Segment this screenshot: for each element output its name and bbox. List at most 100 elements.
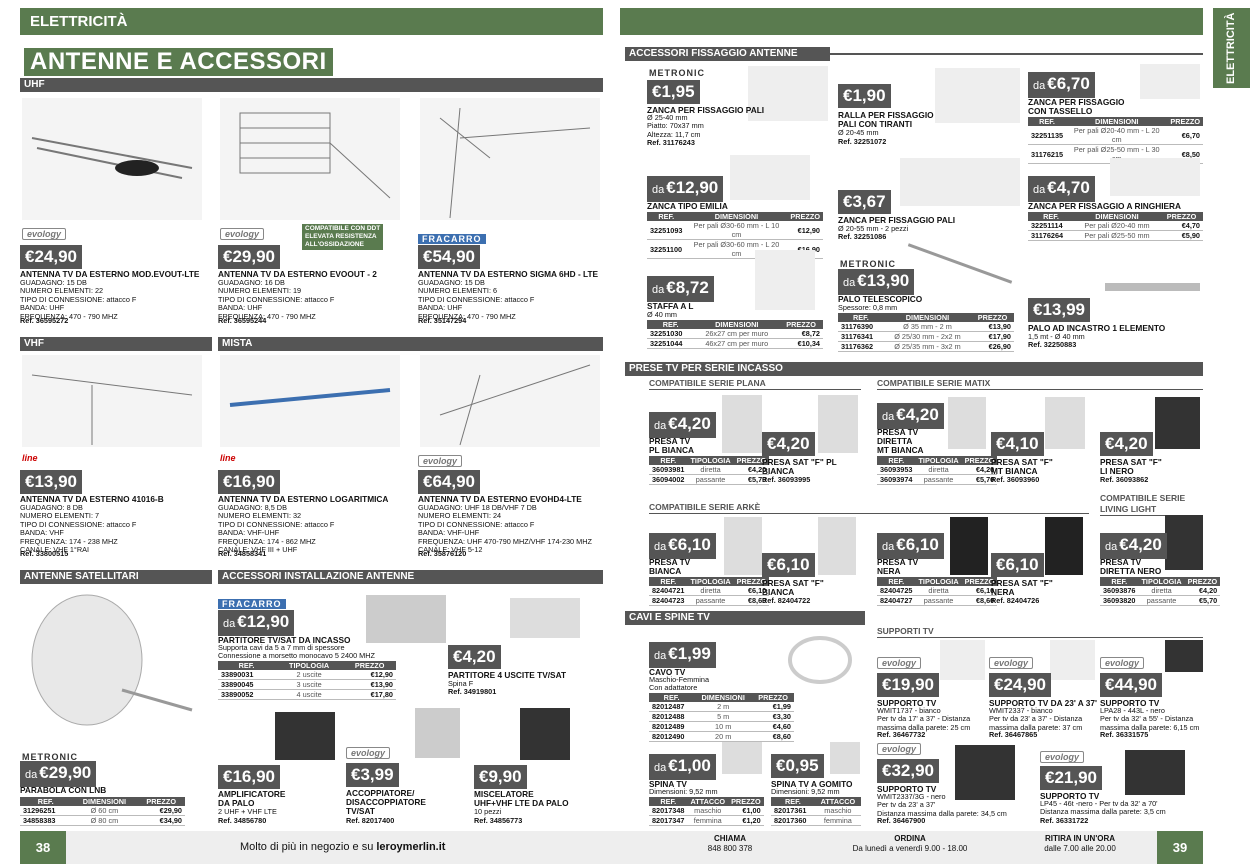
- product-ref: Ref. 36467732: [877, 730, 926, 739]
- subsection-arke: COMPATIBILE SERIE ARKÈ: [649, 502, 1089, 514]
- product-ref: Ref. 34919801: [448, 687, 497, 696]
- bracket-image: [1110, 158, 1200, 196]
- product-ref: Ref. 32251072: [838, 137, 887, 146]
- product-details: Ø 40 mm: [647, 310, 678, 319]
- brand-evology-logo: evology: [220, 228, 265, 240]
- antenna-image: [420, 98, 600, 220]
- page-title: ANTENNE E ACCESSORI: [24, 48, 333, 76]
- antenna-image: [220, 355, 400, 447]
- price-tag: €16,90: [218, 470, 280, 494]
- wall-bracket-image: [755, 250, 815, 310]
- product-title: ZANCA TIPO EMILIA: [647, 201, 728, 211]
- price-tag: €4,20: [762, 432, 815, 456]
- antenna-image: [420, 355, 600, 447]
- splitter-image: [510, 598, 580, 638]
- brand-metronic-logo: METRONIC: [840, 259, 896, 269]
- product-ref: Ref. 32250883: [1028, 340, 1077, 349]
- price-tag: da€6,10: [877, 533, 944, 559]
- tv-mount-image: [955, 745, 1015, 800]
- brand-fracarro-logo: FRACARRO: [218, 598, 286, 610]
- price-tag: da€4,70: [1028, 176, 1095, 202]
- tv-mount-image: [1165, 640, 1203, 672]
- category-bar: ELETTRICITÀ: [20, 8, 603, 35]
- antenna-image: [22, 98, 202, 220]
- amplifier-image: [275, 712, 335, 760]
- price-tag: €32,90: [877, 759, 939, 783]
- plug-image: [830, 742, 860, 774]
- product-details: Ø 25-40 mm Piatto: 70x37 mm Altezza: 11,…: [647, 113, 704, 139]
- product-details: Spessore: 0,8 mm: [838, 303, 898, 312]
- price-tag: €16,90: [218, 765, 280, 789]
- price-tag: €29,90: [218, 245, 280, 269]
- product-details: WMIT2337/3G - nero Per tv da 23' a 37' D…: [877, 792, 1007, 818]
- price-tag: €6,10: [762, 553, 815, 577]
- splitter-image: [366, 595, 446, 643]
- product-title: ANTENNA TV DA ESTERNO MOD.EVOUT-LTE: [20, 269, 200, 279]
- product-ref: Ref. 82404726: [991, 596, 1040, 605]
- footer-slogan: Molto di più in negozio e su leroymerlin…: [240, 841, 446, 853]
- price-tag: €3,67: [838, 190, 891, 214]
- socket-image: [1155, 397, 1200, 449]
- brand-line-logo: line: [220, 453, 236, 463]
- socket-image: [950, 517, 988, 575]
- price-tag: €9,90: [474, 765, 527, 789]
- website-link[interactable]: leroymerlin.it: [376, 841, 446, 853]
- brand-fracarro-logo: FRACARRO: [418, 233, 486, 245]
- product-ref: Ref. 34856780: [218, 816, 267, 825]
- price-tag: €1,95: [647, 80, 700, 104]
- price-tag: da€6,10: [649, 533, 716, 559]
- brand-evology-logo: evology: [1040, 751, 1085, 763]
- brand-evology-logo: evology: [346, 747, 391, 759]
- section-rule: [830, 53, 1203, 55]
- tv-mount-image: [1125, 750, 1185, 795]
- brand-line-logo: line: [22, 453, 38, 463]
- price-tag: €21,90: [1040, 766, 1102, 790]
- brand-evology-logo: evology: [22, 228, 67, 240]
- price-tag: €19,90: [877, 673, 939, 697]
- product-title: STAFFA A L: [647, 301, 694, 311]
- subsection-living: COMPATIBILE SERIE LIVING LIGHT: [1100, 493, 1203, 516]
- product-ref: Ref. 32251086: [838, 232, 887, 241]
- product-details: LPA28 - 443L - nero Per tv da 32' a 55' …: [1100, 706, 1200, 732]
- brand-evology-logo: evology: [877, 657, 922, 669]
- product-title: PRESA SAT "F" PL BIANCA: [762, 457, 837, 476]
- section-mista: MISTA: [218, 337, 603, 351]
- brand-evology-logo: evology: [877, 743, 922, 755]
- product-title: SUPPORTO TV: [1100, 698, 1160, 708]
- product-title: SUPPORTO TV: [1040, 791, 1100, 801]
- product-ref: Ref. 36331722: [1040, 816, 1089, 825]
- product-title: PRESA TV PL BIANCA: [649, 436, 695, 455]
- product-details: 10 pezzi: [474, 807, 502, 816]
- bracket-image: [1140, 64, 1200, 99]
- product-details: GUADAGNO: 8 DB NUMERO ELEMENTI: 7 TIPO D…: [20, 503, 137, 555]
- product-title: SPINA TV A GOMITO: [771, 779, 853, 789]
- brand-metronic-logo: METRONIC: [22, 752, 78, 762]
- socket-image: [818, 517, 856, 575]
- product-title: PRESA SAT "F" MT BIANCA: [991, 457, 1053, 476]
- tv-mount-image: [940, 640, 985, 680]
- product-ref: Ref. 36467865: [989, 730, 1038, 739]
- product-title: PRESA TV DIRETTA MT BIANCA: [877, 427, 924, 455]
- product-details: Ø 20-55 mm - 2 pezzi: [838, 224, 909, 233]
- price-tag: da€12,90: [647, 176, 724, 202]
- product-details: LP45 - 46t -nero - Per tv da 32' a 70' D…: [1040, 799, 1166, 817]
- product-title: SUPPORTO TV DA 23' A 37': [989, 698, 1097, 708]
- product-details: Ø 20-45 mm: [838, 128, 879, 137]
- product-details: Spina F: [448, 679, 474, 688]
- plug-image: [722, 742, 762, 774]
- section-fissaggio: ACCESSORI FISSAGGIO ANTENNE: [625, 47, 830, 61]
- price-tag: da€29,90: [20, 761, 97, 787]
- product-details: 2 UHF + VHF LTE: [218, 807, 277, 816]
- product-title: RALLA PER FISSAGGIO PALI CON TIRANTI: [838, 110, 934, 129]
- price-tag: da€1,00: [649, 754, 716, 780]
- product-title: SUPPORTO TV: [877, 784, 937, 794]
- product-title: PRESA SAT "F" NERA: [991, 578, 1053, 597]
- price-tag: €0,95: [771, 754, 824, 778]
